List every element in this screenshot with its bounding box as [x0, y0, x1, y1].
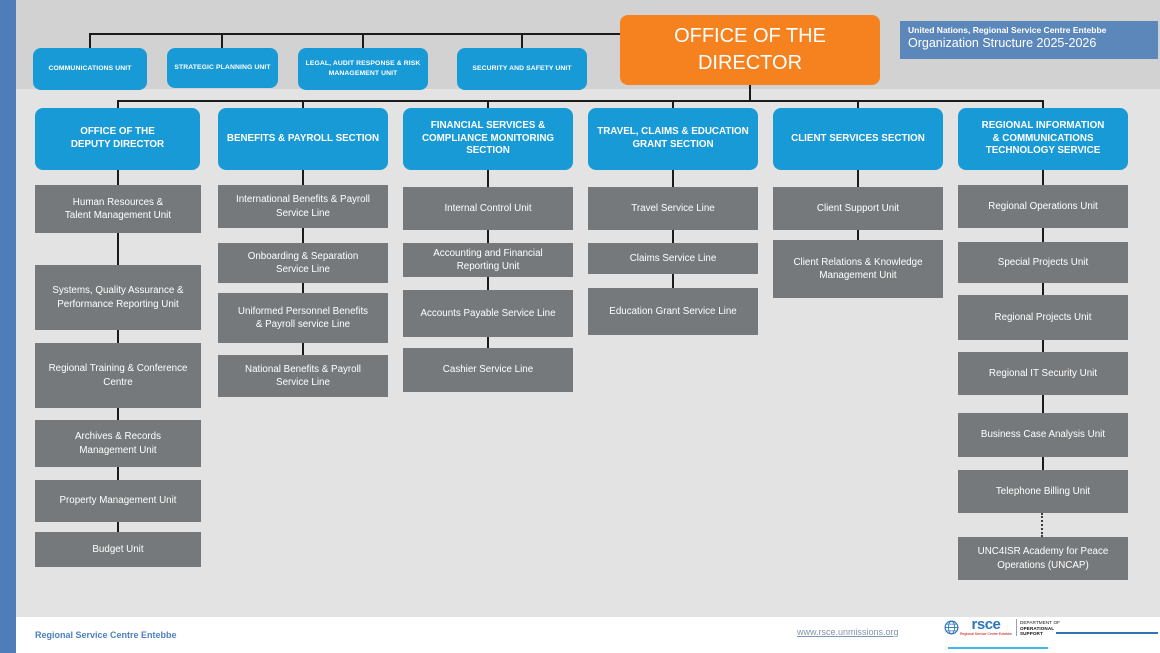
- unit-accounts-payable: Accounts Payable Service Line: [403, 290, 573, 337]
- connector-line: [1042, 170, 1044, 185]
- connector-line: [487, 277, 489, 290]
- connector-line: [302, 283, 304, 293]
- unit-uniformed-personnel: Uniformed Personnel Benefits & Payroll s…: [218, 293, 388, 343]
- connector-line: [487, 100, 489, 109]
- unit-telephone-billing: Telephone Billing Unit: [958, 470, 1128, 513]
- connector-line: [302, 228, 304, 243]
- unit-regional-projects: Regional Projects Unit: [958, 295, 1128, 340]
- unit-business-case: Business Case Analysis Unit: [958, 413, 1128, 457]
- connector-line: [672, 170, 674, 187]
- connector-line: [117, 170, 119, 185]
- connector-line: [117, 100, 1044, 102]
- unit-unc4isr-academy: UNC4ISR Academy for Peace Operations (UN…: [958, 537, 1128, 580]
- left-accent-stripe: [0, 0, 16, 653]
- unit-regional-training: Regional Training & Conference Centre: [35, 343, 201, 408]
- connector-line: [1042, 100, 1044, 109]
- section-header-financial-services: FINANCIAL SERVICES & COMPLIANCE MONITORI…: [403, 108, 573, 170]
- unit-systems-quality: Systems, Quality Assurance & Performance…: [35, 265, 201, 330]
- department-line1: DEPARTMENT OF: [1019, 620, 1061, 625]
- unit-archives-records: Archives & Records Management Unit: [35, 420, 201, 467]
- footer-org-name: Regional Service Centre Entebbe: [35, 630, 177, 640]
- connector-line: [487, 337, 489, 348]
- section-header-travel-claims-education: TRAVEL, CLAIMS & EDUCATION GRANT SECTION: [588, 108, 758, 170]
- top-unit-communications: COMMUNICATIONS UNIT: [33, 48, 147, 90]
- connector-dotted-line: [1041, 513, 1043, 537]
- report-title-line1: United Nations, Regional Service Centre …: [908, 25, 1107, 35]
- connector-line: [1042, 395, 1044, 413]
- connector-line: [117, 467, 119, 480]
- connector-line: [487, 170, 489, 187]
- unit-education-grant: Education Grant Service Line: [588, 288, 758, 335]
- connector-line: [1042, 340, 1044, 352]
- unit-international-benefits: International Benefits & Payroll Service…: [218, 185, 388, 228]
- report-title-box: United Nations, Regional Service Centre …: [900, 21, 1158, 59]
- connector-line: [302, 170, 304, 185]
- unit-special-projects: Special Projects Unit: [958, 242, 1128, 283]
- unit-regional-operations: Regional Operations Unit: [958, 185, 1128, 228]
- rsce-logo: rsce Regional Service Centre Entebbe DEP…: [944, 617, 1060, 637]
- connector-line: [1042, 457, 1044, 470]
- unit-cashier: Cashier Service Line: [403, 348, 573, 392]
- connector-line: [672, 230, 674, 243]
- unit-travel-service: Travel Service Line: [588, 187, 758, 230]
- logo-underline: [948, 647, 1048, 649]
- unit-onboarding-separation: Onboarding & Separation Service Line: [218, 243, 388, 283]
- footer-accent-line: [1056, 632, 1158, 634]
- connector-line: [857, 100, 859, 109]
- rsce-tagline: Regional Service Centre Entebbe: [960, 632, 1012, 636]
- connector-line: [117, 408, 119, 420]
- connector-line: [672, 100, 674, 109]
- connector-line: [1042, 283, 1044, 295]
- top-unit-strategic-planning: STRATEGIC PLANNING UNIT: [167, 48, 278, 88]
- unit-human-resources: Human Resources & Talent Management Unit: [35, 185, 201, 233]
- section-header-benefits-payroll: BENEFITS & PAYROLL SECTION: [218, 108, 388, 170]
- connector-line: [487, 230, 489, 243]
- connector-line: [521, 33, 523, 48]
- top-unit-legal-audit-risk: LEGAL, AUDIT RESPONSE & RISK MANAGEMENT …: [298, 48, 428, 90]
- director-box: OFFICE OF THE DIRECTOR: [620, 15, 880, 85]
- logo-divider: [1015, 619, 1017, 636]
- connector-line: [302, 343, 304, 355]
- section-header-client-services: CLIENT SERVICES SECTION: [773, 108, 943, 170]
- unit-claims-service: Claims Service Line: [588, 243, 758, 274]
- connector-line: [117, 522, 119, 532]
- unit-regional-it-security: Regional IT Security Unit: [958, 352, 1128, 395]
- connector-line: [362, 33, 364, 48]
- un-emblem-icon: [944, 620, 959, 635]
- connector-line: [1042, 228, 1044, 242]
- connector-line: [221, 33, 223, 48]
- section-header-regional-ict: REGIONAL INFORMATION & COMMUNICATIONS TE…: [958, 108, 1128, 170]
- top-unit-security-safety: SECURITY AND SAFETY UNIT: [457, 48, 587, 90]
- unit-client-support: Client Support Unit: [773, 187, 943, 230]
- report-title-line2: Organization Structure 2025-2026: [908, 36, 1097, 50]
- connector-line: [90, 33, 621, 35]
- connector-line: [117, 330, 119, 343]
- unit-property-management: Property Management Unit: [35, 480, 201, 522]
- rsce-acronym: rsce: [971, 616, 1001, 633]
- footer-website-link[interactable]: www.rsce.unmissions.org: [797, 627, 899, 637]
- unit-client-relations: Client Relations & Knowledge Management …: [773, 240, 943, 298]
- section-header-deputy-director: OFFICE OF THE DEPUTY DIRECTOR: [35, 108, 200, 170]
- department-text: DEPARTMENT OF OPERATIONAL SUPPORT: [1020, 620, 1060, 637]
- unit-accounting-financial: Accounting and Financial Reporting Unit: [403, 243, 573, 277]
- connector-line: [89, 33, 91, 48]
- connector-line: [672, 274, 674, 288]
- unit-national-benefits: National Benefits & Payroll Service Line: [218, 355, 388, 397]
- connector-line: [857, 170, 859, 187]
- department-line3: SUPPORT: [1019, 631, 1043, 637]
- connector-line: [117, 100, 119, 109]
- connector-line: [749, 85, 751, 102]
- unit-budget: Budget Unit: [35, 532, 201, 567]
- connector-line: [302, 100, 304, 109]
- connector-line: [117, 233, 119, 265]
- connector-line: [857, 230, 859, 240]
- unit-internal-control: Internal Control Unit: [403, 187, 573, 230]
- department-line2: OPERATIONAL: [1019, 625, 1055, 631]
